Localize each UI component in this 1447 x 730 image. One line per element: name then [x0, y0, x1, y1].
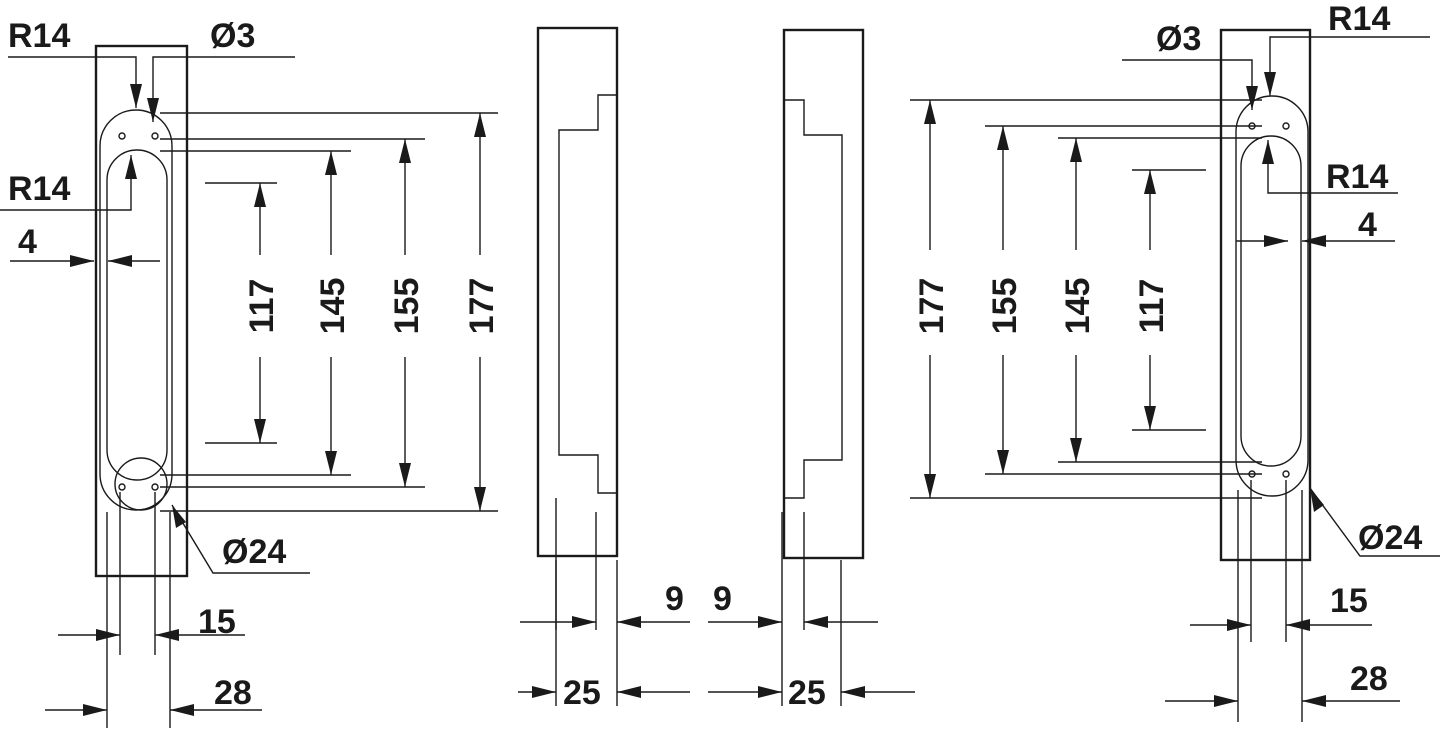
left-r14-inner-label: R14	[8, 170, 70, 208]
left-hole-bottom-2	[151, 483, 159, 491]
right-body-outline	[1219, 28, 1312, 562]
left-wall-label: 4	[18, 223, 37, 261]
right-arrow-117-down	[1144, 406, 1156, 430]
right-117-label: 117	[1133, 279, 1171, 334]
right-155-label: 155	[986, 278, 1024, 335]
center-left-arrow-25-a	[532, 686, 556, 698]
left-arrow-177-down	[474, 487, 486, 511]
right-slot-outer	[1235, 95, 1309, 497]
center-left-body	[536, 26, 619, 558]
right-hinge-view: Ø3 R14 R14 4 177 155 145 117 Ø24 15 28	[910, 0, 1440, 722]
left-hole-top-1	[118, 132, 126, 140]
left-arrow-117-down	[254, 419, 266, 443]
right-arrow-145-down	[1070, 438, 1082, 462]
left-arrow-wall-right	[70, 255, 94, 267]
left-hole-bottom-1	[118, 483, 126, 491]
center-right-profile	[784, 99, 843, 499]
left-body-outline	[94, 44, 189, 578]
right-d24-label: Ø24	[1358, 519, 1422, 557]
right-arrow-d3	[1246, 86, 1258, 110]
left-arrow-d3	[147, 98, 159, 122]
center-left-9-label: 9	[665, 580, 684, 618]
right-r14-top-label: R14	[1328, 0, 1390, 38]
right-arrow-177-down	[924, 474, 936, 498]
right-r14-top-leader	[1269, 36, 1430, 96]
left-arrow-117-up	[254, 183, 266, 207]
center-left-arrow-9-b	[617, 616, 641, 628]
right-d3-label: Ø3	[1156, 20, 1201, 58]
center-right-arrow-9-a	[758, 616, 782, 628]
left-117-label: 117	[243, 279, 281, 334]
right-arrow-wall-left	[1264, 235, 1288, 247]
left-arrow-15-right	[155, 629, 179, 641]
left-arrow-r14-top	[130, 84, 142, 108]
left-d3-leader	[152, 56, 295, 122]
right-hole-top-2	[1282, 122, 1290, 130]
left-r14-top-label: R14	[8, 17, 70, 55]
center-left-arrow-25-b	[617, 686, 641, 698]
left-pin-circle	[114, 457, 168, 511]
left-arrow-145-up	[325, 151, 337, 175]
left-arrow-15-left	[96, 629, 120, 641]
right-arrow-d24	[1310, 488, 1324, 512]
center-left-arrow-9-a	[572, 616, 596, 628]
right-arrow-r14-top	[1264, 72, 1276, 96]
center-right-9-label: 9	[713, 580, 732, 618]
left-177-label: 177	[463, 278, 501, 335]
center-right-25-label: 25	[788, 674, 826, 712]
center-left-side-view: 9 25	[518, 26, 690, 712]
left-d3-label: Ø3	[210, 17, 255, 55]
right-arrow-155-down	[997, 450, 1009, 474]
center-right-arrow-9-b	[804, 616, 828, 628]
left-arrow-d24	[172, 505, 186, 528]
left-28-label: 28	[214, 674, 252, 712]
right-arrow-wall-right	[1302, 235, 1326, 247]
left-hole-top-2	[151, 132, 159, 140]
center-right-body	[782, 28, 865, 560]
left-arrow-177-up	[474, 113, 486, 137]
left-slot-inner	[106, 149, 168, 481]
left-145-label: 145	[314, 278, 352, 335]
left-arrow-28-left	[83, 704, 107, 716]
center-left-25-label: 25	[563, 674, 601, 712]
left-arrow-wall-left	[108, 255, 132, 267]
right-arrow-28-right	[1302, 695, 1326, 707]
center-right-arrow-25-b	[841, 686, 865, 698]
right-arrow-117-up	[1144, 170, 1156, 194]
right-arrow-r14-inner	[1262, 140, 1274, 164]
left-d24-label: Ø24	[222, 533, 286, 571]
left-arrow-155-down	[399, 463, 411, 487]
left-arrow-155-up	[399, 139, 411, 163]
center-right-side-view: 9 25	[708, 28, 915, 712]
right-d3-leader	[1122, 59, 1253, 110]
left-arrow-r14-inner	[125, 155, 137, 179]
right-28-label: 28	[1350, 660, 1388, 698]
right-hole-bottom-2	[1282, 470, 1290, 478]
left-15-label: 15	[198, 603, 236, 641]
right-145-label: 145	[1059, 278, 1097, 335]
right-arrow-145-up	[1070, 138, 1082, 162]
left-r14-top-leader	[8, 56, 137, 108]
center-right-arrow-25-a	[758, 686, 782, 698]
right-arrow-28-left	[1214, 695, 1238, 707]
left-arrow-145-down	[325, 451, 337, 475]
left-hinge-view: R14 Ø3 R14 4 117 145 155 177 Ø24 15 28	[0, 17, 501, 728]
right-arrow-177-up	[924, 100, 936, 124]
right-d24-leader	[1309, 487, 1440, 557]
right-177-label: 177	[913, 278, 951, 335]
left-slot-outer	[99, 109, 173, 511]
right-slot-inner	[1240, 135, 1302, 467]
right-r14-inner-label: R14	[1326, 158, 1388, 196]
left-d24-leader	[171, 504, 310, 574]
right-arrow-15-left	[1227, 619, 1251, 631]
left-155-label: 155	[388, 278, 426, 335]
right-arrow-15-right	[1286, 619, 1310, 631]
right-15-label: 15	[1330, 582, 1368, 620]
right-wall-label: 4	[1358, 206, 1377, 244]
center-left-profile	[558, 94, 617, 494]
right-arrow-155-up	[997, 126, 1009, 150]
left-arrow-28-right	[170, 704, 194, 716]
